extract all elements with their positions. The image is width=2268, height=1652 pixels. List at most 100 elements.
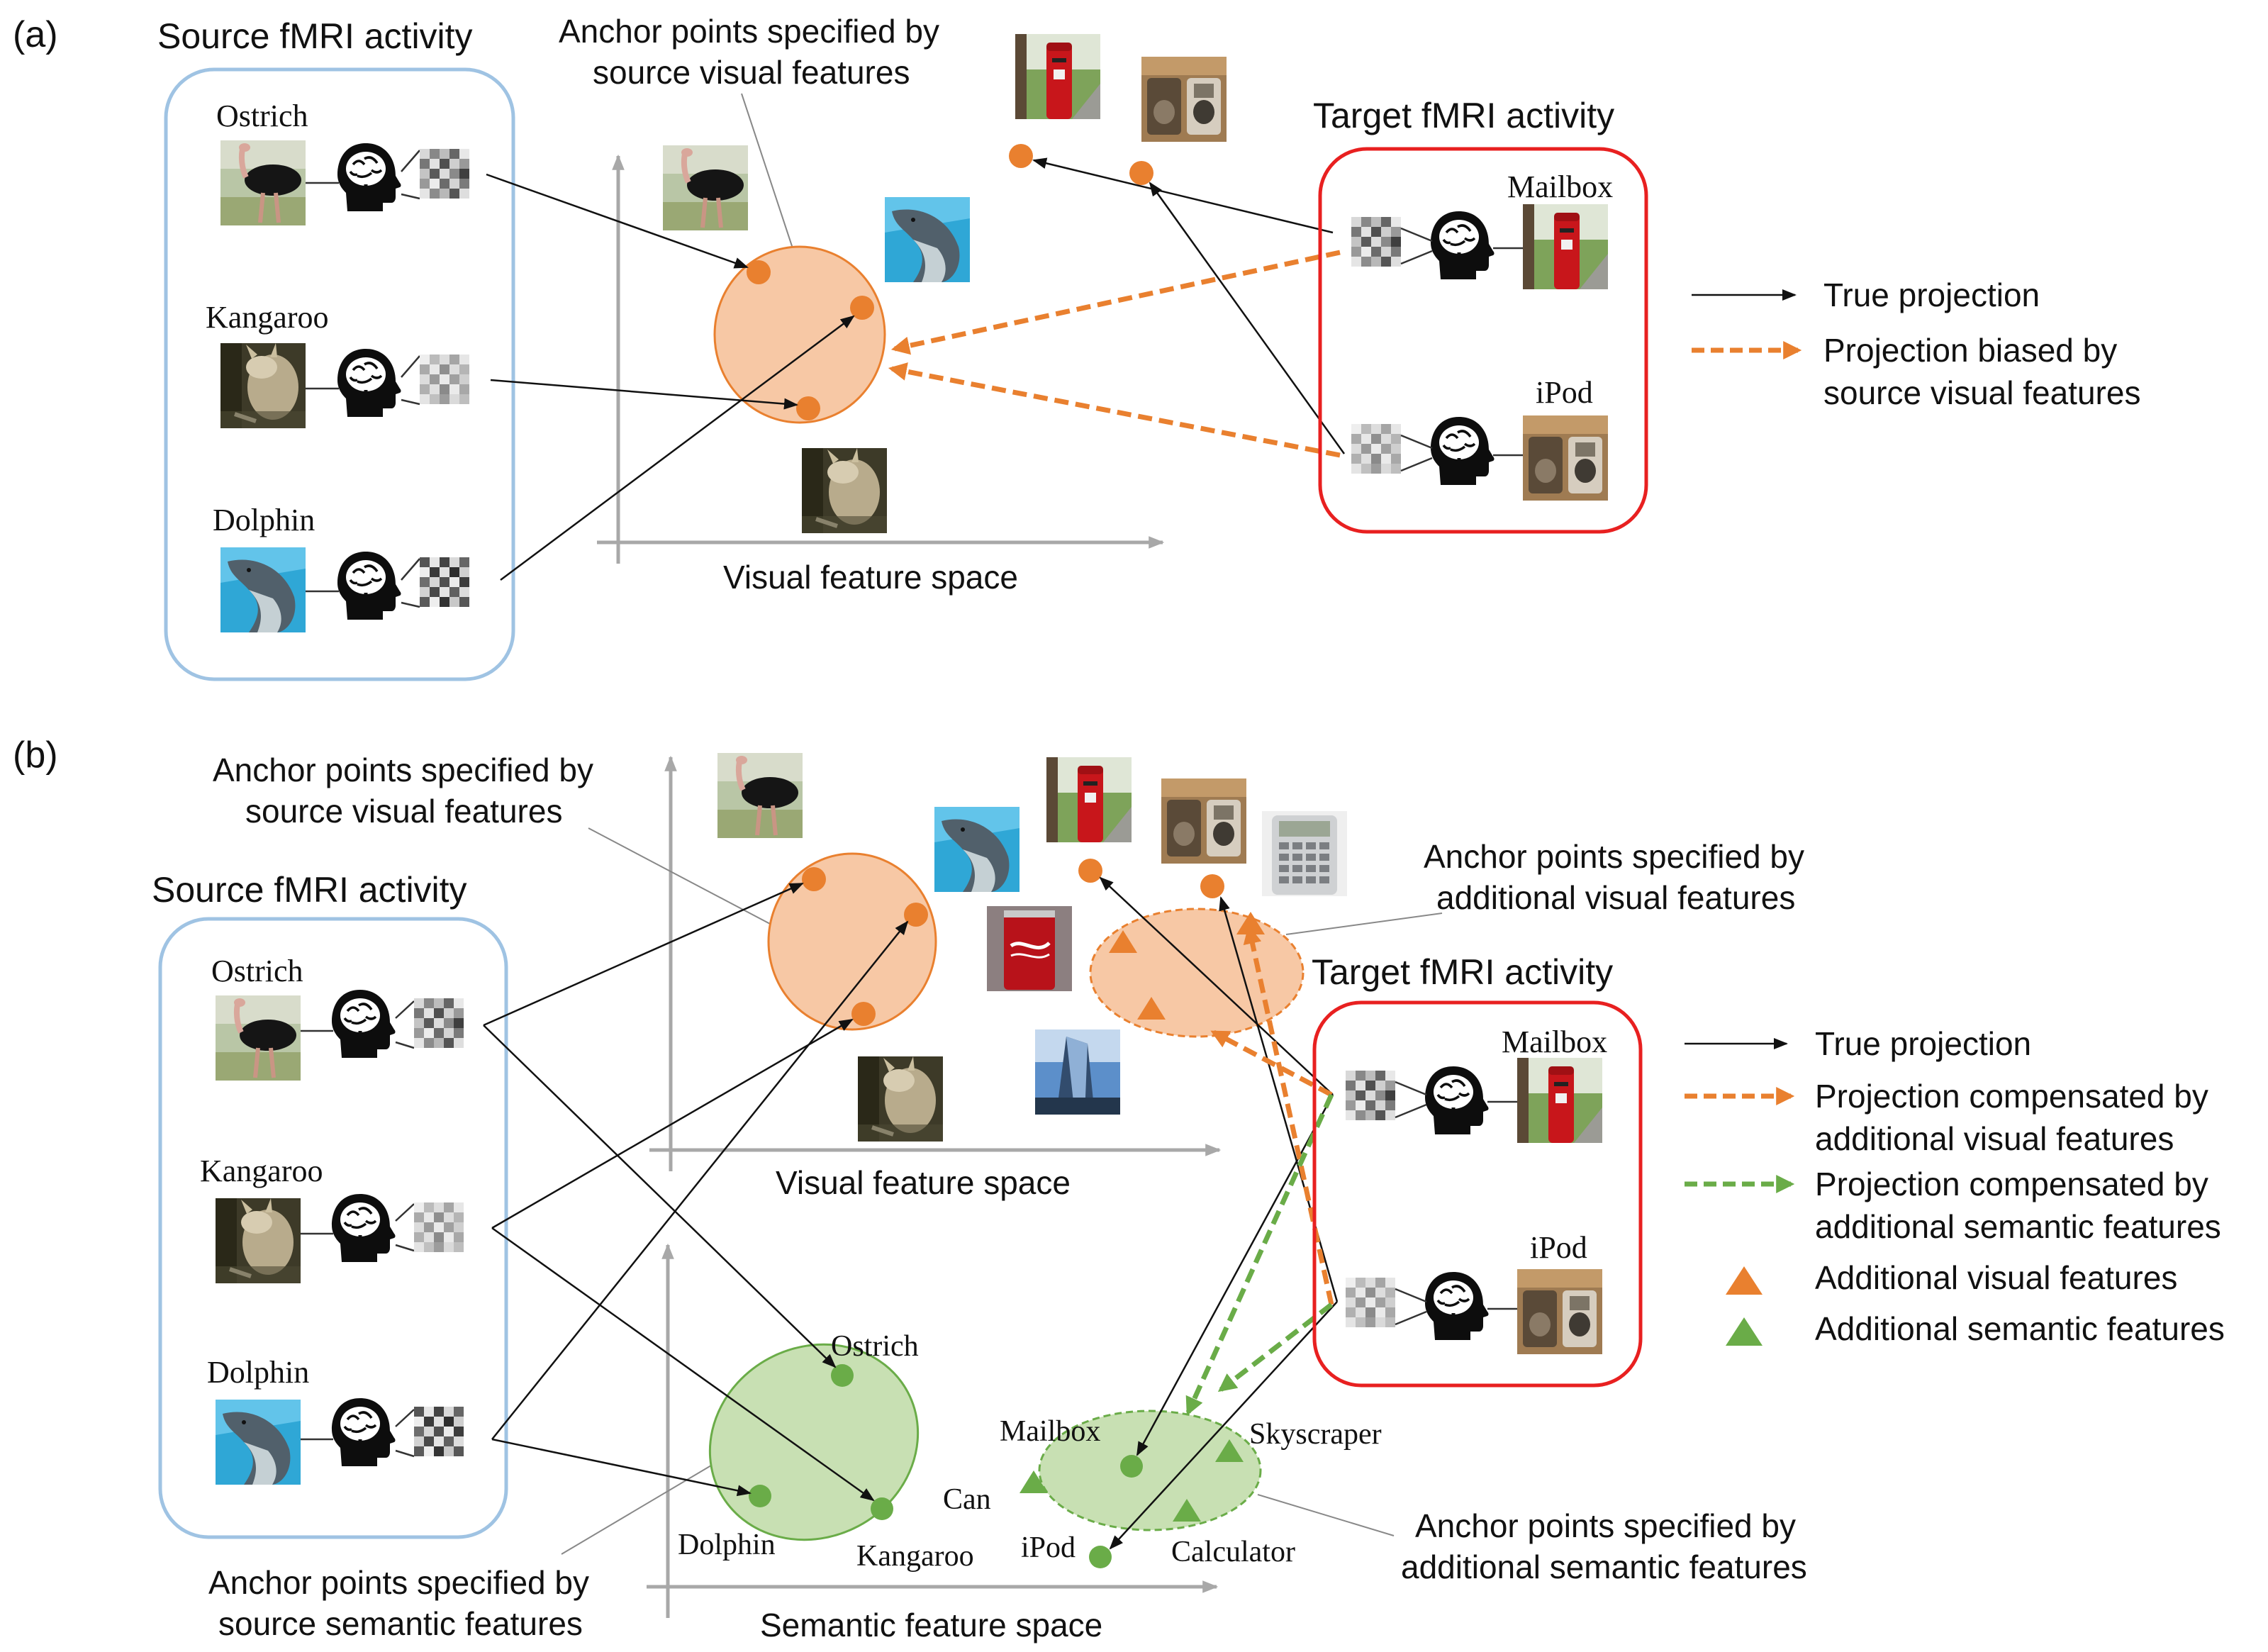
legend-comp-semantic-1: Projection compensated by [1815, 1166, 2208, 1202]
connector [306, 558, 420, 608]
source-label-ostrich: Ostrich [211, 954, 303, 988]
brain-head-icon [332, 990, 396, 1058]
photo-dolphin [934, 807, 1020, 892]
source-item-ostrich-b: Ostrich [211, 954, 464, 1081]
anchor-src-sem-label-2: source semantic features [218, 1605, 583, 1642]
semantic-point-dolphin [749, 1485, 771, 1507]
source-title-b: Source fMRI activity [152, 870, 467, 910]
legend-true-projection: True projection [1815, 1025, 2031, 1062]
target-item-ipod-b: iPod [1346, 1230, 1602, 1354]
source-label-ostrich: Ostrich [216, 99, 308, 133]
photo-dolphin [885, 197, 970, 282]
photo-dolphin [216, 1400, 301, 1485]
anchor-point [904, 903, 928, 927]
legend-comp-semantic-2: additional semantic features [1815, 1208, 2221, 1245]
brain-head-icon [1431, 417, 1495, 485]
source-fmri-box-a [164, 67, 515, 681]
visual-axis-label-a: Visual feature space [723, 559, 1018, 596]
photo-kangaroo [216, 1198, 301, 1283]
photo-mailbox [1046, 757, 1132, 842]
additional-semantic-triangle [1173, 1499, 1201, 1522]
photo-dolphin [220, 547, 306, 632]
target-item-mailbox-a: Mailbox [1351, 169, 1613, 289]
target-title-a: Target fMRI activity [1313, 96, 1614, 135]
legend-biased-2: source visual features [1823, 374, 2140, 411]
anchor-point [747, 260, 771, 284]
semantic-axis-label-b: Semantic feature space [760, 1607, 1102, 1643]
compensated-semantic-projections [1185, 1093, 1334, 1416]
fmri-pattern-icon [1351, 424, 1401, 474]
semantic-label-mailbox: Mailbox [1000, 1415, 1100, 1448]
connector [301, 1203, 415, 1252]
photo-skyscraper [1035, 1029, 1120, 1115]
semantic-label-dolphin: Dolphin [678, 1529, 776, 1561]
brain-head-icon [332, 1398, 396, 1466]
connector [301, 1000, 415, 1049]
legend-comp-visual-2: additional visual features [1815, 1120, 2174, 1157]
semantic-label-calculator: Calculator [1171, 1536, 1295, 1568]
anchor-point [1009, 144, 1033, 168]
fmri-pattern-icon [1351, 217, 1401, 267]
source-item-dolphin-b: Dolphin [207, 1355, 464, 1485]
connector [301, 1409, 415, 1458]
photo-can [987, 906, 1072, 991]
legend-true-projection: True projection [1823, 277, 2040, 313]
source-item-ostrich-a: Ostrich [216, 99, 469, 225]
legend-biased-1: Projection biased by [1823, 332, 2117, 369]
fmri-pattern-icon [414, 998, 464, 1048]
additional-semantic-triangle [1215, 1439, 1244, 1462]
legend-semantic-triangle [1726, 1317, 1763, 1346]
semantic-label-can: Can [943, 1483, 991, 1516]
target-fmri-box-a [1318, 147, 1648, 534]
connector [306, 355, 420, 406]
photo-ipod [1161, 778, 1246, 864]
target-fmri-box-b [1312, 1000, 1643, 1388]
legend-additional-semantic: Additional semantic features [1815, 1310, 2225, 1347]
additional-visual-cluster [1089, 908, 1305, 1038]
anchor-label-a-1: Anchor points specified by [559, 13, 939, 50]
photo-mailbox [1015, 34, 1100, 119]
brain-head-icon [1425, 1066, 1489, 1134]
fmri-pattern-icon [420, 149, 469, 199]
fmri-pattern-icon [420, 355, 469, 404]
semantic-label-kangaroo: Kangaroo [856, 1540, 974, 1573]
anchor-pointer [561, 1463, 715, 1555]
panel-a-tag: (a) [13, 14, 58, 55]
connector [306, 150, 420, 200]
legend-b: True projection Projection compensated b… [1685, 1025, 2225, 1347]
target-title-b: Target fMRI activity [1312, 952, 1613, 992]
semantic-point-ipod [1089, 1546, 1112, 1568]
additional-semantic-cluster [1038, 1410, 1262, 1531]
brain-head-icon [337, 143, 401, 211]
source-label-dolphin: Dolphin [213, 503, 315, 537]
anchor-add-sem-label-1: Anchor points specified by [1415, 1507, 1796, 1544]
anchor-point [802, 867, 826, 891]
photo-ipod [1141, 57, 1227, 142]
source-label-kangaroo: Kangaroo [200, 1154, 323, 1188]
additional-visual-triangle [1109, 930, 1137, 953]
true-projections-a [486, 157, 1346, 581]
anchor-point [1129, 161, 1153, 185]
photo-kangaroo [802, 448, 887, 533]
anchor-point [796, 396, 820, 420]
legend-additional-visual: Additional visual features [1815, 1259, 2177, 1296]
brain-head-icon [337, 552, 401, 620]
legend-comp-visual-1: Projection compensated by [1815, 1078, 2208, 1115]
semantic-label-ipod: iPod [1021, 1531, 1076, 1564]
panel-b-tag: (b) [13, 735, 58, 776]
target-label-mailbox: Mailbox [1507, 169, 1613, 204]
brain-head-icon [337, 349, 401, 417]
photo-mailbox [1523, 204, 1608, 289]
photo-ostrich [717, 753, 803, 838]
photo-mailbox [1517, 1058, 1602, 1143]
anchor-src-sem-label-1: Anchor points specified by [208, 1564, 589, 1601]
compensated-visual-projections [1210, 925, 1334, 1305]
anchor-add-sem-label-2: additional semantic features [1401, 1548, 1807, 1585]
anchor-pointer [1285, 912, 1443, 935]
connector [1395, 1288, 1517, 1326]
source-visual-cluster-b [767, 852, 937, 1031]
semantic-label-skyscraper: Skyscraper [1249, 1418, 1382, 1451]
anchor-point [850, 296, 874, 320]
photo-ostrich [663, 145, 748, 230]
